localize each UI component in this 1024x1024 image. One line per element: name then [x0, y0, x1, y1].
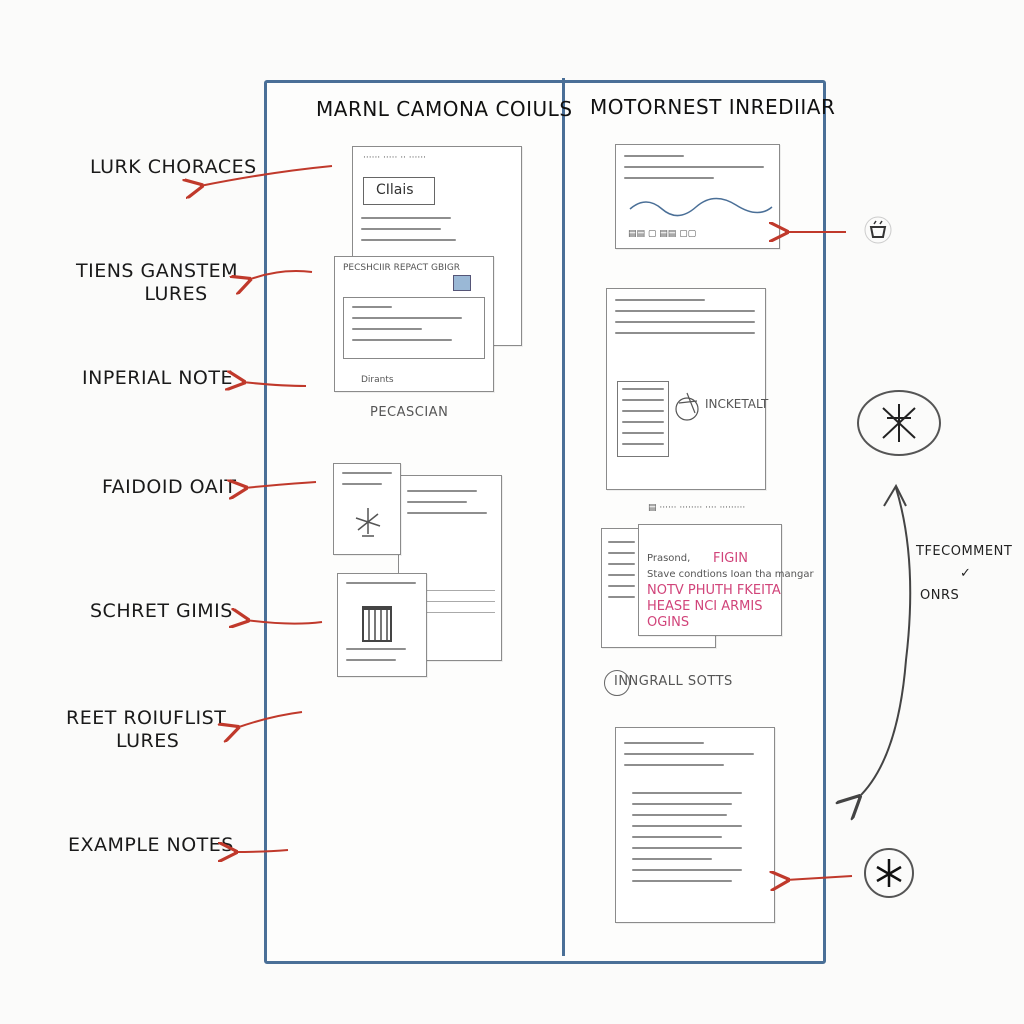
pink-note-heading: Prasond, [647, 553, 691, 564]
sigil-icon [857, 390, 941, 456]
label-example-notes: EXAMPLE NOTES [68, 834, 234, 857]
right-column-title: MOTORNEST INREDIIAR [590, 95, 836, 119]
knot-doodle-icon [675, 392, 699, 421]
arrow-star [786, 876, 853, 880]
card-mid-label: INCKETALT [705, 397, 769, 411]
sketch-card[interactable] [333, 463, 401, 555]
pink-note-line2: NOTV PHUTH FKEITA [647, 583, 781, 598]
card-title: CIlais [376, 182, 414, 198]
card-footer-marks: ▤▤ ▢ ▤▤ ▢▢ [628, 229, 697, 239]
connector-arrowhead-top [883, 483, 907, 507]
column-divider [562, 78, 565, 956]
scribble-drawing-icon [629, 197, 773, 217]
card-header-scribble: ······ ····· ·· ······ [363, 153, 426, 163]
label-faidoid-oait: FAIDOID OAIT [102, 476, 236, 499]
sketch-note-card[interactable]: ▤▤ ▢ ▤▤ ▢▢ [615, 144, 780, 249]
cup-icon [860, 212, 896, 248]
document-card[interactable]: INCKETALT [606, 288, 769, 490]
trash-bin-icon [362, 606, 392, 642]
pink-note-line4: OGINS [647, 615, 690, 630]
pink-note-line3: HEASE NCI ARMIS [647, 599, 763, 614]
label-line: INPERIAL NOTE [82, 367, 233, 389]
checklist-card[interactable] [615, 727, 775, 923]
report-card[interactable]: PECSHCIIR REPACT GBIGR Dirants [334, 256, 494, 392]
arrow-inperial [242, 382, 307, 386]
star-icon [864, 848, 914, 898]
label-lurk-choraces: LURK CHORACES [90, 156, 257, 179]
pink-note-line1: FIGIN [713, 551, 748, 566]
text-scribble [361, 217, 461, 250]
card-caption-scribble: ▤ ······ ········ ···· ········· [648, 503, 746, 513]
vertical-connector [858, 487, 912, 798]
label-line: TIENS GANSTEM [76, 260, 239, 282]
label-line: LURES [116, 730, 180, 752]
label-schret-gimis: SCHRET GIMIS [90, 600, 233, 623]
left-caption: PECASCIAN [370, 405, 449, 420]
arrow-schret [246, 620, 323, 624]
form-box [343, 297, 485, 359]
bin-card[interactable] [337, 573, 427, 677]
label-line: LURK CHORACES [90, 156, 257, 178]
left-column-title: MARNL CAMONA COIULS [316, 97, 573, 121]
arrow-faidoid [244, 482, 317, 488]
label-line: SCHRET GIMIS [90, 600, 233, 622]
recomment-line2: ONRS [920, 588, 960, 603]
recomment-line1: TFECOMMENT [916, 544, 1013, 559]
label-reet-roiuflist: REET ROIUFLIST LURES [66, 707, 226, 753]
label-tiens-ganstem: TIENS GANSTEM LURES [76, 260, 238, 306]
report-footer: Dirants [361, 375, 394, 385]
label-inperial-note: INPERIAL NOTE [82, 367, 233, 390]
right-caption: INNGRALL SOTTS [614, 674, 733, 689]
arrow-tiens [248, 270, 313, 280]
arrow-reet [236, 711, 303, 728]
table-lines [405, 580, 495, 620]
check-mark-icon: ✓ [960, 566, 972, 581]
report-heading: PECSHCIIR REPACT GBIGR [343, 263, 461, 273]
label-line: REET ROIUFLIST [66, 707, 227, 729]
pink-note-subheading: Stave condtions Ioan tha mangar [647, 569, 814, 580]
caption-circle-icon [604, 670, 630, 696]
arrow-example [234, 850, 289, 852]
pink-note-card[interactable]: Prasond, FIGIN Stave condtions Ioan tha … [638, 524, 814, 636]
list-box [617, 381, 669, 457]
card-title-box: CIlais [363, 177, 435, 205]
sketch-figure-icon [355, 508, 381, 537]
arrow-lurk [200, 165, 333, 186]
image-thumbnail [453, 275, 471, 291]
recomment-label: TFECOMMENT ✓ ONRS [916, 541, 1012, 607]
checklist-items [632, 792, 766, 891]
label-line: LURES [144, 283, 208, 305]
label-line: EXAMPLE NOTES [68, 834, 234, 856]
label-line: FAIDOID OAIT [102, 476, 237, 498]
